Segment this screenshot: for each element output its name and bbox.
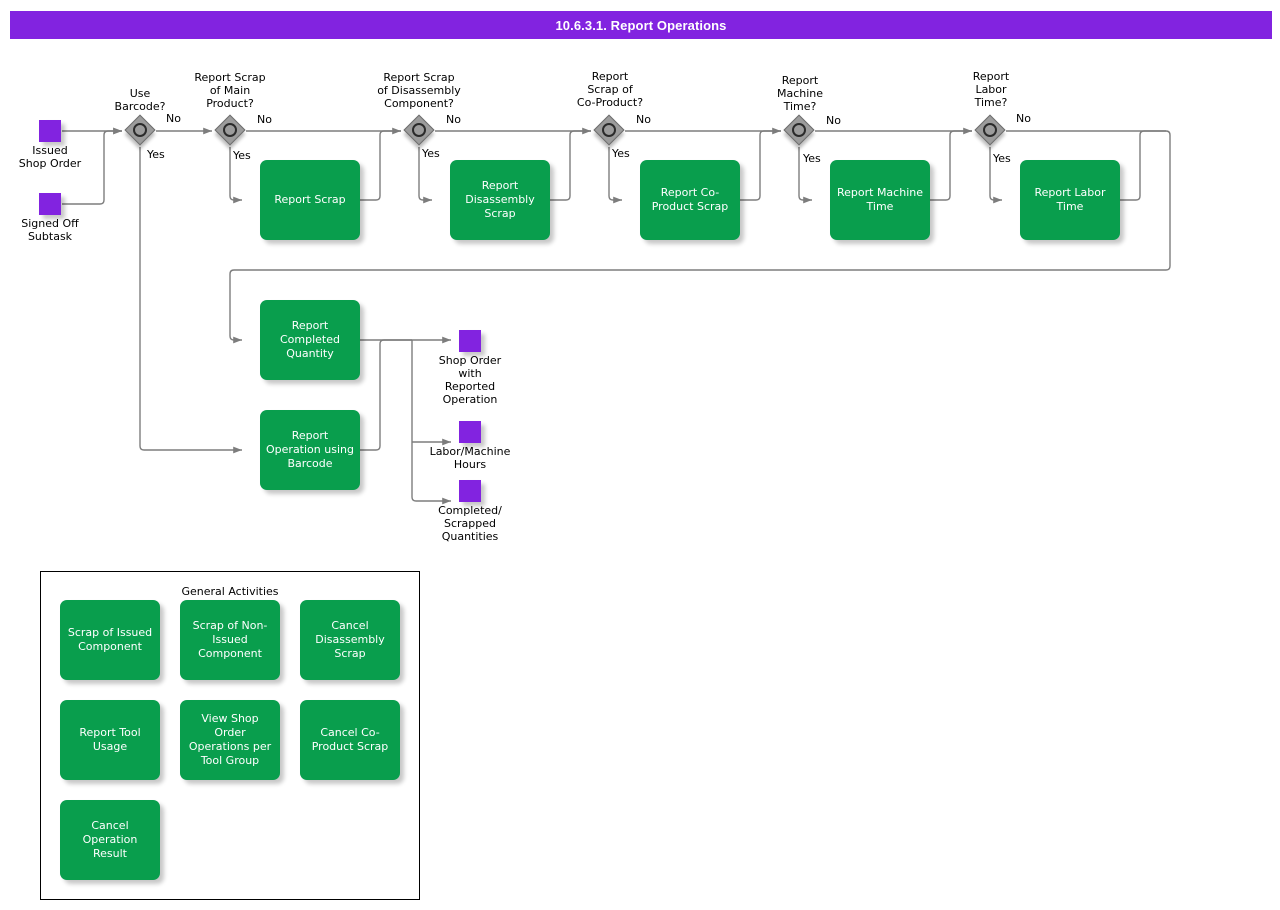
gateway-report-machine-time[interactable] — [783, 114, 815, 146]
data-object-label: Signed Off Subtask — [21, 217, 79, 243]
legend-activity-view-shop-order-operations-per-tool-group[interactable]: View Shop Order Operations per Tool Grou… — [180, 700, 280, 780]
gateway-label-use-barcode: Use Barcode? — [114, 87, 166, 113]
data-object-icon — [459, 421, 481, 443]
edge-label-labor-time-no: No — [1016, 112, 1031, 125]
inclusive-gateway-ring-icon — [412, 123, 426, 137]
data-object-icon — [459, 480, 481, 502]
inclusive-gateway-ring-icon — [602, 123, 616, 137]
data-object-icon — [39, 120, 61, 142]
legend-activity-scrap-of-non-issued-component[interactable]: Scrap of Non- Issued Component — [180, 600, 280, 680]
activity-report-operation-using-barcode[interactable]: Report Operation using Barcode — [260, 410, 360, 490]
data-object-label: Shop Order with Reported Operation — [438, 354, 502, 406]
edge-label-machine-time-yes: Yes — [803, 152, 821, 165]
gateway-label-report-labor-time: Report Labor Time? — [972, 70, 1010, 109]
data-object-signed-off-subtask[interactable]: Signed Off Subtask — [21, 193, 79, 243]
legend-activity-cancel-co-product-scrap[interactable]: Cancel Co- Product Scrap — [300, 700, 400, 780]
data-object-completed-scrapped-quantities[interactable]: Completed/ Scrapped Quantities — [438, 480, 502, 543]
edge-label-co-product-no: No — [636, 113, 651, 126]
gateway-label-report-scrap-of-main-product: Report Scrap of Main Product? — [194, 71, 266, 110]
page-title: 10.6.3.1. Report Operations — [555, 17, 727, 33]
legend-activity-cancel-operation-result[interactable]: Cancel Operation Result — [60, 800, 160, 880]
activity-report-labor-time[interactable]: Report Labor Time — [1020, 160, 1120, 240]
edge-label-disassembly-yes: Yes — [422, 147, 440, 160]
data-object-label: Completed/ Scrapped Quantities — [438, 504, 502, 543]
edge-label-machine-time-no: No — [826, 114, 841, 127]
edge-label-use-barcode-yes: Yes — [147, 148, 165, 161]
data-object-shop-order-with-reported-operation[interactable]: Shop Order with Reported Operation — [439, 330, 501, 406]
general-activities-title: General Activities — [181, 585, 279, 598]
gateway-label-report-scrap-of-disassembly-component: Report Scrap of Disassembly Component? — [377, 71, 461, 110]
inclusive-gateway-ring-icon — [223, 123, 237, 137]
page-title-bar: 10.6.3.1. Report Operations — [10, 11, 1272, 39]
gateway-report-scrap-of-co-product[interactable] — [593, 114, 625, 146]
gateway-label-report-machine-time: Report Machine Time? — [776, 74, 824, 113]
activity-report-machine-time[interactable]: Report Machine Time — [830, 160, 930, 240]
data-object-label: Labor/Machine Hours — [429, 445, 511, 471]
edge-label-main-product-yes: Yes — [233, 149, 251, 162]
inclusive-gateway-ring-icon — [983, 123, 997, 137]
edge-label-disassembly-no: No — [446, 113, 461, 126]
gateway-report-scrap-of-disassembly-component[interactable] — [403, 114, 435, 146]
data-object-icon — [39, 193, 61, 215]
edge-label-use-barcode-no: No — [166, 112, 181, 125]
data-object-labor-machine-hours[interactable]: Labor/Machine Hours — [430, 421, 510, 471]
gateway-label-report-scrap-of-co-product: Report Scrap of Co-Product? — [576, 70, 644, 109]
edge-label-main-product-no: No — [257, 113, 272, 126]
data-object-icon — [459, 330, 481, 352]
gateway-report-labor-time[interactable] — [974, 114, 1006, 146]
activity-report-scrap[interactable]: Report Scrap — [260, 160, 360, 240]
gateway-use-barcode[interactable] — [124, 114, 156, 146]
data-object-issued-shop-order[interactable]: Issued Shop Order — [19, 120, 81, 170]
data-object-label: Issued Shop Order — [18, 144, 82, 170]
inclusive-gateway-ring-icon — [792, 123, 806, 137]
legend-activity-cancel-disassembly-scrap[interactable]: Cancel Disassembly Scrap — [300, 600, 400, 680]
activity-report-completed-quantity[interactable]: Report Completed Quantity — [260, 300, 360, 380]
activity-report-co-product-scrap[interactable]: Report Co- Product Scrap — [640, 160, 740, 240]
legend-activity-report-tool-usage[interactable]: Report Tool Usage — [60, 700, 160, 780]
edge-label-co-product-yes: Yes — [612, 147, 630, 160]
gateway-report-scrap-of-main-product[interactable] — [214, 114, 246, 146]
inclusive-gateway-ring-icon — [133, 123, 147, 137]
edge-label-labor-time-yes: Yes — [993, 152, 1011, 165]
activity-report-disassembly-scrap[interactable]: Report Disassembly Scrap — [450, 160, 550, 240]
legend-activity-scrap-of-issued-component[interactable]: Scrap of Issued Component — [60, 600, 160, 680]
